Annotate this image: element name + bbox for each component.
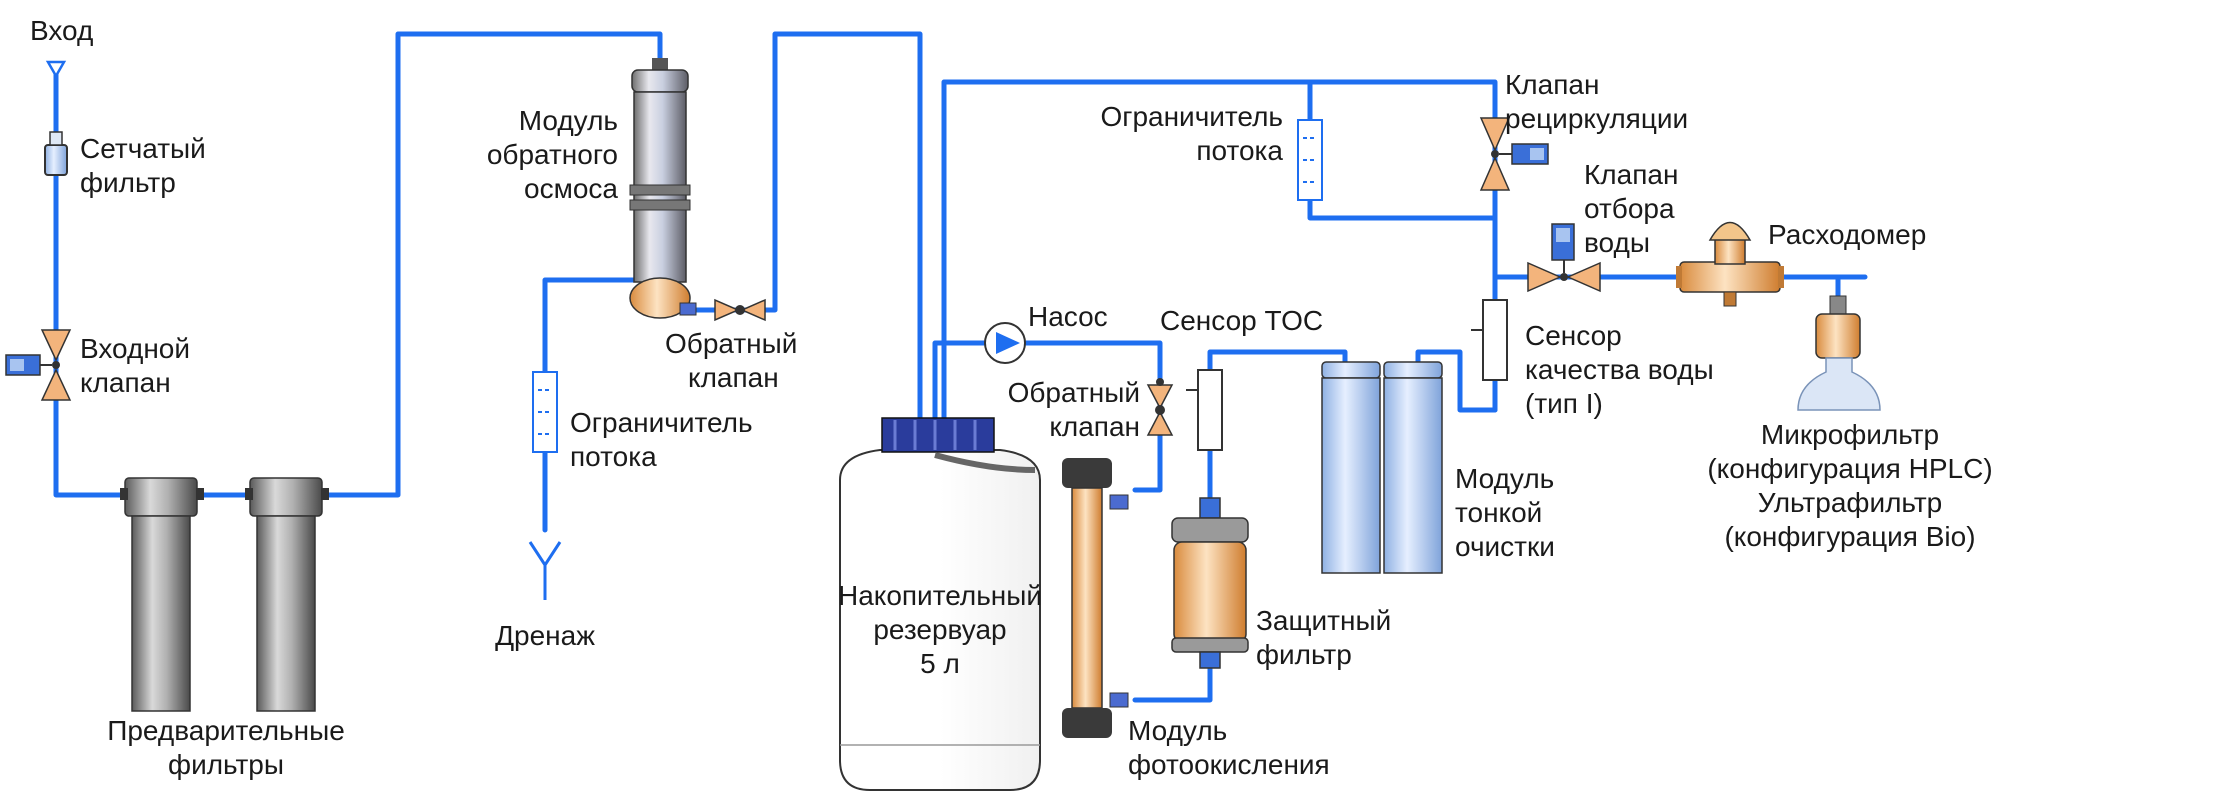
pump-check-valve-icon bbox=[1146, 378, 1174, 436]
label-ro-module-2: обратного bbox=[487, 139, 618, 170]
label-mesh-filter-1: Сетчатый bbox=[80, 133, 206, 164]
label-final-filter-1: Микрофильтр bbox=[1761, 419, 1939, 450]
label-quality-sensor-3: (тип I) bbox=[1525, 388, 1603, 419]
ro-check-valve-icon bbox=[714, 298, 766, 322]
label-inlet-valve-1: Входной bbox=[80, 333, 190, 364]
label-photo-module-1: Модуль bbox=[1128, 715, 1227, 746]
label-inlet-valve-2: клапан bbox=[80, 367, 171, 398]
dispense-valve-icon bbox=[1527, 223, 1601, 293]
inlet-arrow-icon bbox=[45, 60, 67, 79]
ro-module-icon bbox=[629, 58, 697, 319]
label-prefilters-2: фильтры bbox=[168, 749, 284, 780]
label-drain: Дренаж bbox=[495, 620, 595, 651]
label-protective-filter-2: фильтр bbox=[1256, 639, 1352, 670]
quality-sensor-icon bbox=[1471, 299, 1508, 381]
label-polishing-3: очистки bbox=[1455, 531, 1555, 562]
label-loop-restrictor-1: Ограничитель bbox=[1100, 101, 1283, 132]
label-inlet: Вход bbox=[30, 15, 93, 46]
label-polishing-1: Модуль bbox=[1455, 463, 1554, 494]
label-drain-restrictor-2: потока bbox=[570, 441, 657, 472]
pipe-prefilter-to-ro bbox=[327, 31, 663, 498]
label-toc-sensor: Сенсор TOC bbox=[1160, 305, 1323, 336]
label-final-filter-4: (конфигурация Bio) bbox=[1724, 521, 1975, 552]
recirculation-valve-icon bbox=[1479, 117, 1549, 191]
pipe-photo-to-filter bbox=[1132, 652, 1213, 703]
label-drain-restrictor-1: Ограничитель bbox=[570, 407, 753, 438]
label-photo-module-2: фотоокисления bbox=[1128, 749, 1330, 780]
label-final-filter-2: (конфигурация HPLC) bbox=[1707, 453, 1992, 484]
mesh-filter-icon bbox=[44, 131, 68, 176]
pipe-inlet bbox=[53, 67, 333, 498]
reservoir-tank-icon bbox=[839, 417, 1041, 791]
inlet-valve-icon bbox=[5, 329, 72, 401]
label-final-filter-3: Ультрафильтр bbox=[1758, 487, 1942, 518]
label-flowmeter: Расходомер bbox=[1768, 219, 1926, 250]
label-protective-filter-1: Защитный bbox=[1256, 605, 1391, 636]
pipe-to-pump bbox=[932, 340, 988, 423]
final-filter-icon bbox=[1797, 295, 1881, 411]
label-quality-sensor-1: Сенсор bbox=[1525, 320, 1622, 351]
pipe-toc-to-polish bbox=[1207, 349, 1348, 373]
label-dispense-valve-1: Клапан bbox=[1584, 159, 1678, 190]
label-loop-restrictor-2: потока bbox=[1196, 135, 1283, 166]
pump-icon bbox=[984, 322, 1026, 364]
label-ro-module-3: осмоса bbox=[524, 173, 618, 204]
prefilter-cartridge-1 bbox=[120, 477, 204, 712]
labels: Вход Сетчатый фильтр Входной клапан Пред… bbox=[30, 15, 1993, 780]
label-pump: Насос bbox=[1028, 301, 1108, 332]
polishing-module-icon bbox=[1321, 361, 1443, 574]
label-mesh-filter-2: фильтр bbox=[80, 167, 176, 198]
label-dispense-valve-3: воды bbox=[1584, 227, 1650, 258]
label-ro-module-1: Модуль bbox=[519, 105, 618, 136]
label-reservoir-2: резервуар bbox=[873, 614, 1006, 645]
label-polishing-2: тонкой bbox=[1455, 497, 1542, 528]
label-recirc-valve-1: Клапан bbox=[1505, 69, 1599, 100]
label-pump-check-valve-2: клапан bbox=[1049, 411, 1140, 442]
label-reservoir-3: 5 л bbox=[920, 648, 960, 679]
toc-sensor-icon bbox=[1186, 369, 1223, 451]
label-prefilters-1: Предварительные bbox=[107, 715, 345, 746]
label-recirc-valve-2: рециркуляции bbox=[1505, 103, 1688, 134]
label-ro-check-valve-1: Обратный bbox=[665, 328, 797, 359]
photo-oxidation-module-icon bbox=[1062, 458, 1129, 738]
loop-flow-restrictor-icon bbox=[1297, 119, 1323, 201]
drain-flow-restrictor-icon bbox=[532, 371, 558, 453]
prefilter-cartridge-2 bbox=[245, 477, 329, 712]
label-quality-sensor-2: качества воды bbox=[1525, 354, 1714, 385]
flowmeter-icon bbox=[1676, 221, 1784, 307]
label-reservoir-1: Накопительный bbox=[838, 580, 1042, 611]
pipe-ro-to-drain bbox=[542, 277, 643, 533]
pipe-restrictor-loop bbox=[1307, 79, 1498, 221]
label-pump-check-valve-1: Обратный bbox=[1008, 377, 1140, 408]
pipe-polish-out bbox=[1415, 349, 1498, 413]
drain-funnel-icon bbox=[528, 541, 562, 600]
label-dispense-valve-2: отбора bbox=[1584, 193, 1675, 224]
label-ro-check-valve-2: клапан bbox=[688, 362, 779, 393]
protective-filter-icon bbox=[1171, 497, 1249, 669]
